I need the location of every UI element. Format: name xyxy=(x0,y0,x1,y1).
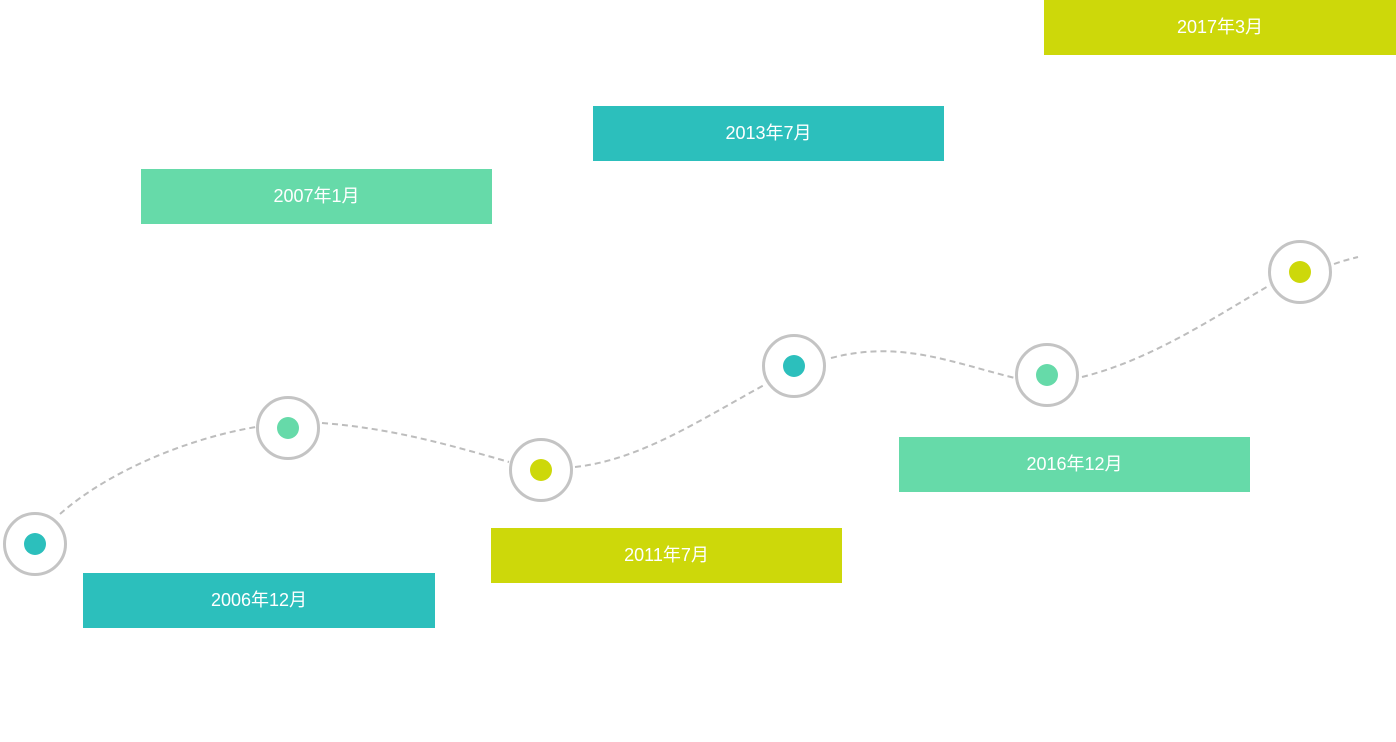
milestone-node-2007-01[interactable] xyxy=(256,396,320,460)
milestone-node-2017-03[interactable] xyxy=(1268,240,1332,304)
milestone-node-2013-07[interactable] xyxy=(762,334,826,398)
milestone-dot xyxy=(783,355,805,377)
milestone-dot xyxy=(1289,261,1311,283)
date-label-2013-07: 2013年7月 xyxy=(593,106,944,161)
date-label-2007-01: 2007年1月 xyxy=(141,169,492,224)
dashed-connector-line xyxy=(59,256,1359,515)
milestone-dot xyxy=(277,417,299,439)
milestone-node-2016-12[interactable] xyxy=(1015,343,1079,407)
milestone-node-2006-12[interactable] xyxy=(3,512,67,576)
milestone-dot xyxy=(24,533,46,555)
milestone-node-2011-07[interactable] xyxy=(509,438,573,502)
milestone-dot xyxy=(1036,364,1058,386)
date-label-2016-12: 2016年12月 xyxy=(899,437,1250,492)
date-label-2017-03: 2017年3月 xyxy=(1044,0,1396,55)
date-label-2011-07: 2011年7月 xyxy=(491,528,842,583)
milestone-dot xyxy=(530,459,552,481)
date-label-2006-12: 2006年12月 xyxy=(83,573,435,628)
